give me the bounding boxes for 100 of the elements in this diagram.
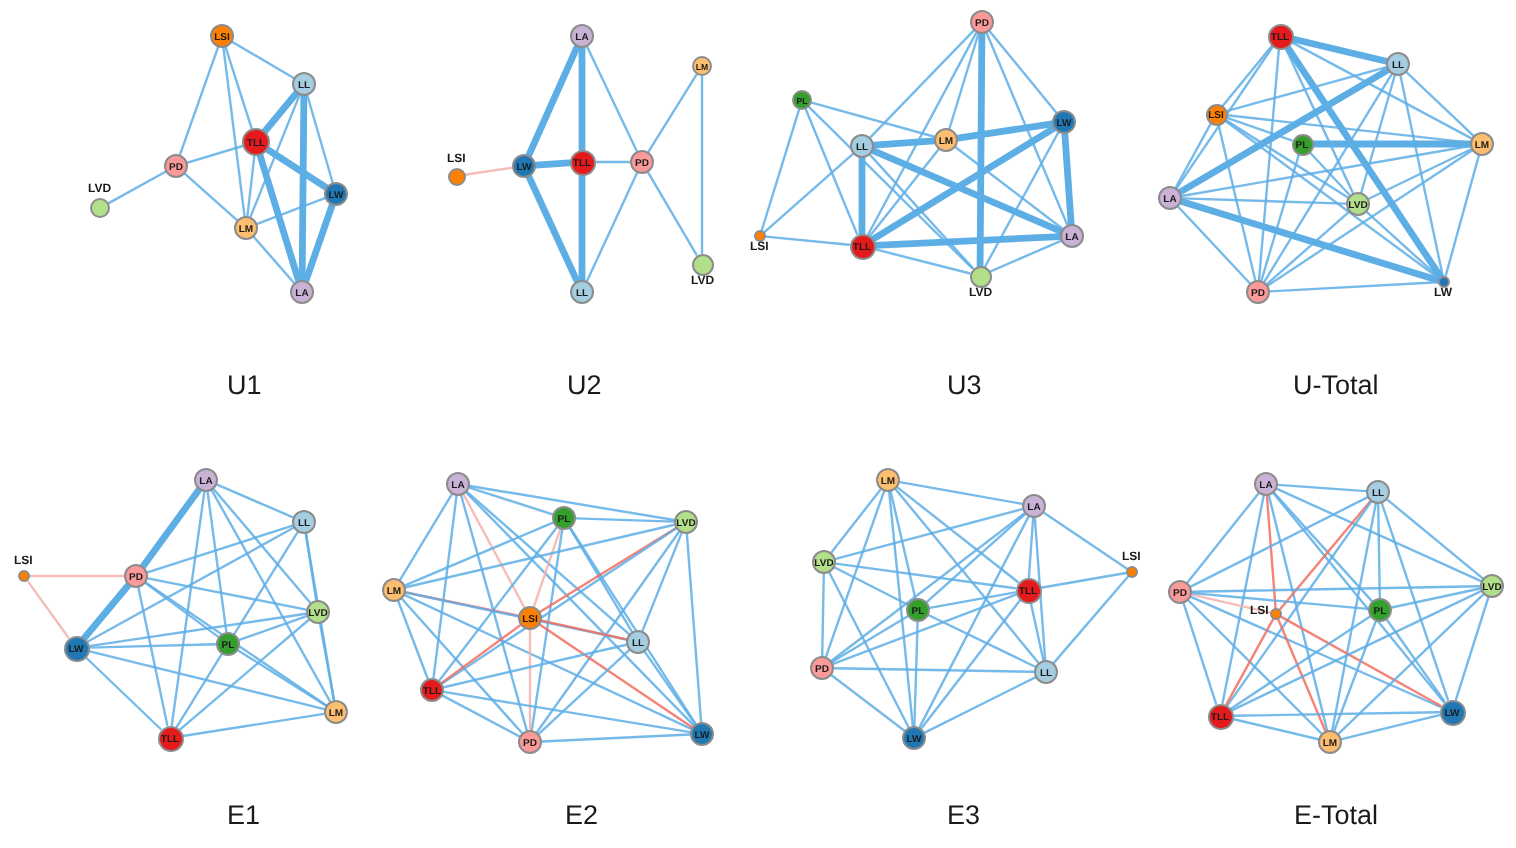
connection-line xyxy=(441,694,521,738)
panel-label: E3 xyxy=(947,800,981,832)
connection-line xyxy=(1308,150,1351,197)
connection-line xyxy=(440,527,678,685)
connection-line xyxy=(1337,593,1485,735)
connection-line xyxy=(538,623,694,729)
connection-line xyxy=(1268,281,1440,293)
connection-line xyxy=(832,593,1018,665)
connection-line xyxy=(1033,516,1047,662)
connection-line xyxy=(468,486,554,516)
connection-line xyxy=(831,615,909,663)
connection-line xyxy=(432,494,458,680)
connection-line xyxy=(925,512,1027,604)
connection-line xyxy=(224,46,253,130)
connection-line xyxy=(212,487,312,605)
connection-line xyxy=(403,593,693,731)
connection-line xyxy=(646,171,698,256)
connection-line xyxy=(252,235,296,285)
connection-line xyxy=(1178,198,1442,284)
connection-line xyxy=(954,146,1064,230)
connection-line xyxy=(585,45,639,153)
connection-line xyxy=(984,131,1060,268)
connection-line xyxy=(1180,144,1472,198)
connection-line xyxy=(1340,713,1441,741)
connection-line xyxy=(1042,511,1129,570)
connection-line xyxy=(1309,140,1474,148)
connection-line xyxy=(463,166,514,176)
connection-line xyxy=(178,618,311,731)
connection-line xyxy=(139,486,203,570)
connection-line xyxy=(810,101,936,138)
panel-label: E2 xyxy=(565,800,599,832)
connection-line xyxy=(1289,35,1390,65)
connection-line xyxy=(858,154,866,237)
connection-line xyxy=(403,521,555,587)
connection-line xyxy=(183,172,239,222)
connection-line xyxy=(222,46,246,218)
connection-line xyxy=(1187,599,1323,735)
connection-line xyxy=(927,614,1037,668)
panel-label: U2 xyxy=(567,370,602,402)
connection-line xyxy=(894,488,1040,664)
connection-line xyxy=(1272,492,1445,704)
connection-line xyxy=(528,628,532,732)
connection-line xyxy=(404,523,676,589)
connection-line xyxy=(1177,205,1251,285)
connection-line xyxy=(647,73,698,153)
connection-line xyxy=(1399,74,1444,278)
connection-line xyxy=(1226,500,1373,707)
connection-line xyxy=(540,733,692,743)
connection-line xyxy=(400,597,524,735)
connection-line xyxy=(834,507,1024,561)
connection-line xyxy=(261,89,300,135)
connection-line xyxy=(889,490,917,600)
connection-line xyxy=(1257,47,1281,282)
connection-line xyxy=(569,526,697,726)
connection-line xyxy=(298,92,308,284)
connection-line xyxy=(1277,618,1327,733)
connection-line xyxy=(84,655,162,731)
connection-line xyxy=(465,491,695,727)
connection-line xyxy=(1225,116,1293,142)
connection-line xyxy=(86,526,295,643)
connection-line xyxy=(399,493,453,581)
connection-line xyxy=(28,574,126,578)
connection-line xyxy=(828,571,910,729)
connection-line xyxy=(1263,73,1393,283)
connection-line xyxy=(1385,618,1446,703)
connection-line xyxy=(1052,575,1130,665)
connection-line xyxy=(462,493,526,609)
connection-line xyxy=(868,148,940,237)
connection-line xyxy=(246,154,256,218)
connection-line xyxy=(764,235,851,246)
connection-line xyxy=(146,524,294,574)
connection-line xyxy=(888,490,914,728)
connection-line xyxy=(26,579,70,639)
connection-line xyxy=(1180,197,1348,205)
connection-line xyxy=(236,649,328,707)
connection-line xyxy=(1265,494,1277,610)
connection-line xyxy=(175,653,223,729)
connection-line xyxy=(1189,496,1369,588)
connection-line xyxy=(1223,119,1441,280)
connection-line xyxy=(1230,589,1483,712)
connection-line xyxy=(821,572,825,658)
connection-line xyxy=(833,566,909,606)
connection-line xyxy=(1231,717,1320,741)
connection-line xyxy=(870,137,938,149)
connection-line xyxy=(830,488,882,554)
connection-line xyxy=(306,94,334,184)
connection-line xyxy=(1267,494,1329,732)
connection-line xyxy=(824,490,886,658)
connection-line xyxy=(525,173,581,285)
connection-line xyxy=(898,480,1024,506)
connection-line xyxy=(438,526,558,682)
connection-line xyxy=(87,649,326,711)
connection-line xyxy=(643,650,697,726)
connection-line xyxy=(256,152,302,284)
connection-line xyxy=(976,30,986,269)
connection-line xyxy=(1231,711,1441,717)
connection-line xyxy=(985,31,1069,227)
connection-line xyxy=(1280,615,1442,707)
connection-line xyxy=(302,201,336,285)
connection-line xyxy=(873,248,971,275)
